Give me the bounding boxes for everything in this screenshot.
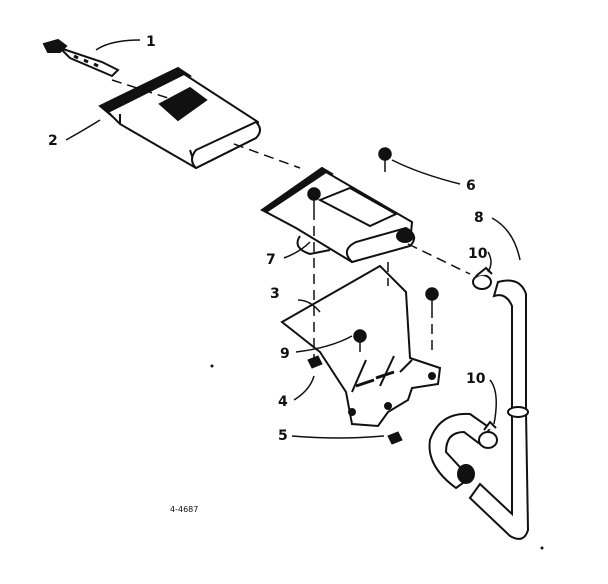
part-9-screw (353, 329, 367, 352)
part-8-hose (428, 279, 530, 540)
callout-4: 4 (278, 394, 288, 410)
part-2-duct-housing (98, 66, 261, 170)
part-10-hose-clamps (472, 266, 498, 449)
callout-6: 6 (466, 178, 476, 194)
assembly-guide-lines (111, 79, 471, 360)
part-5-nut (387, 431, 403, 445)
part-4-clip (307, 355, 323, 369)
screw-parts (307, 147, 439, 352)
callout-5: 5 (278, 428, 288, 444)
callout-1: 1 (146, 34, 156, 50)
part-callouts: 1 2 3 4 5 6 7 8 9 10 10 (48, 34, 488, 444)
part-6-screw (378, 147, 392, 172)
part-3-bracket-plate (280, 264, 442, 428)
callout-2: 2 (48, 133, 58, 149)
callout-9: 9 (280, 346, 290, 362)
upper-housing-assembly (260, 166, 416, 264)
callout-7: 7 (266, 252, 276, 268)
callout-10-upper: 10 (468, 246, 488, 262)
drawing-code: 4-4687 (170, 505, 198, 514)
callout-10-lower: 10 (466, 371, 486, 387)
scan-specks (210, 364, 544, 550)
callout-3: 3 (270, 286, 280, 302)
leader-lines (65, 39, 521, 439)
extra-screw (425, 287, 439, 308)
part-1-lever (42, 38, 120, 78)
part-7-screw (307, 187, 321, 210)
callout-8: 8 (474, 210, 484, 226)
